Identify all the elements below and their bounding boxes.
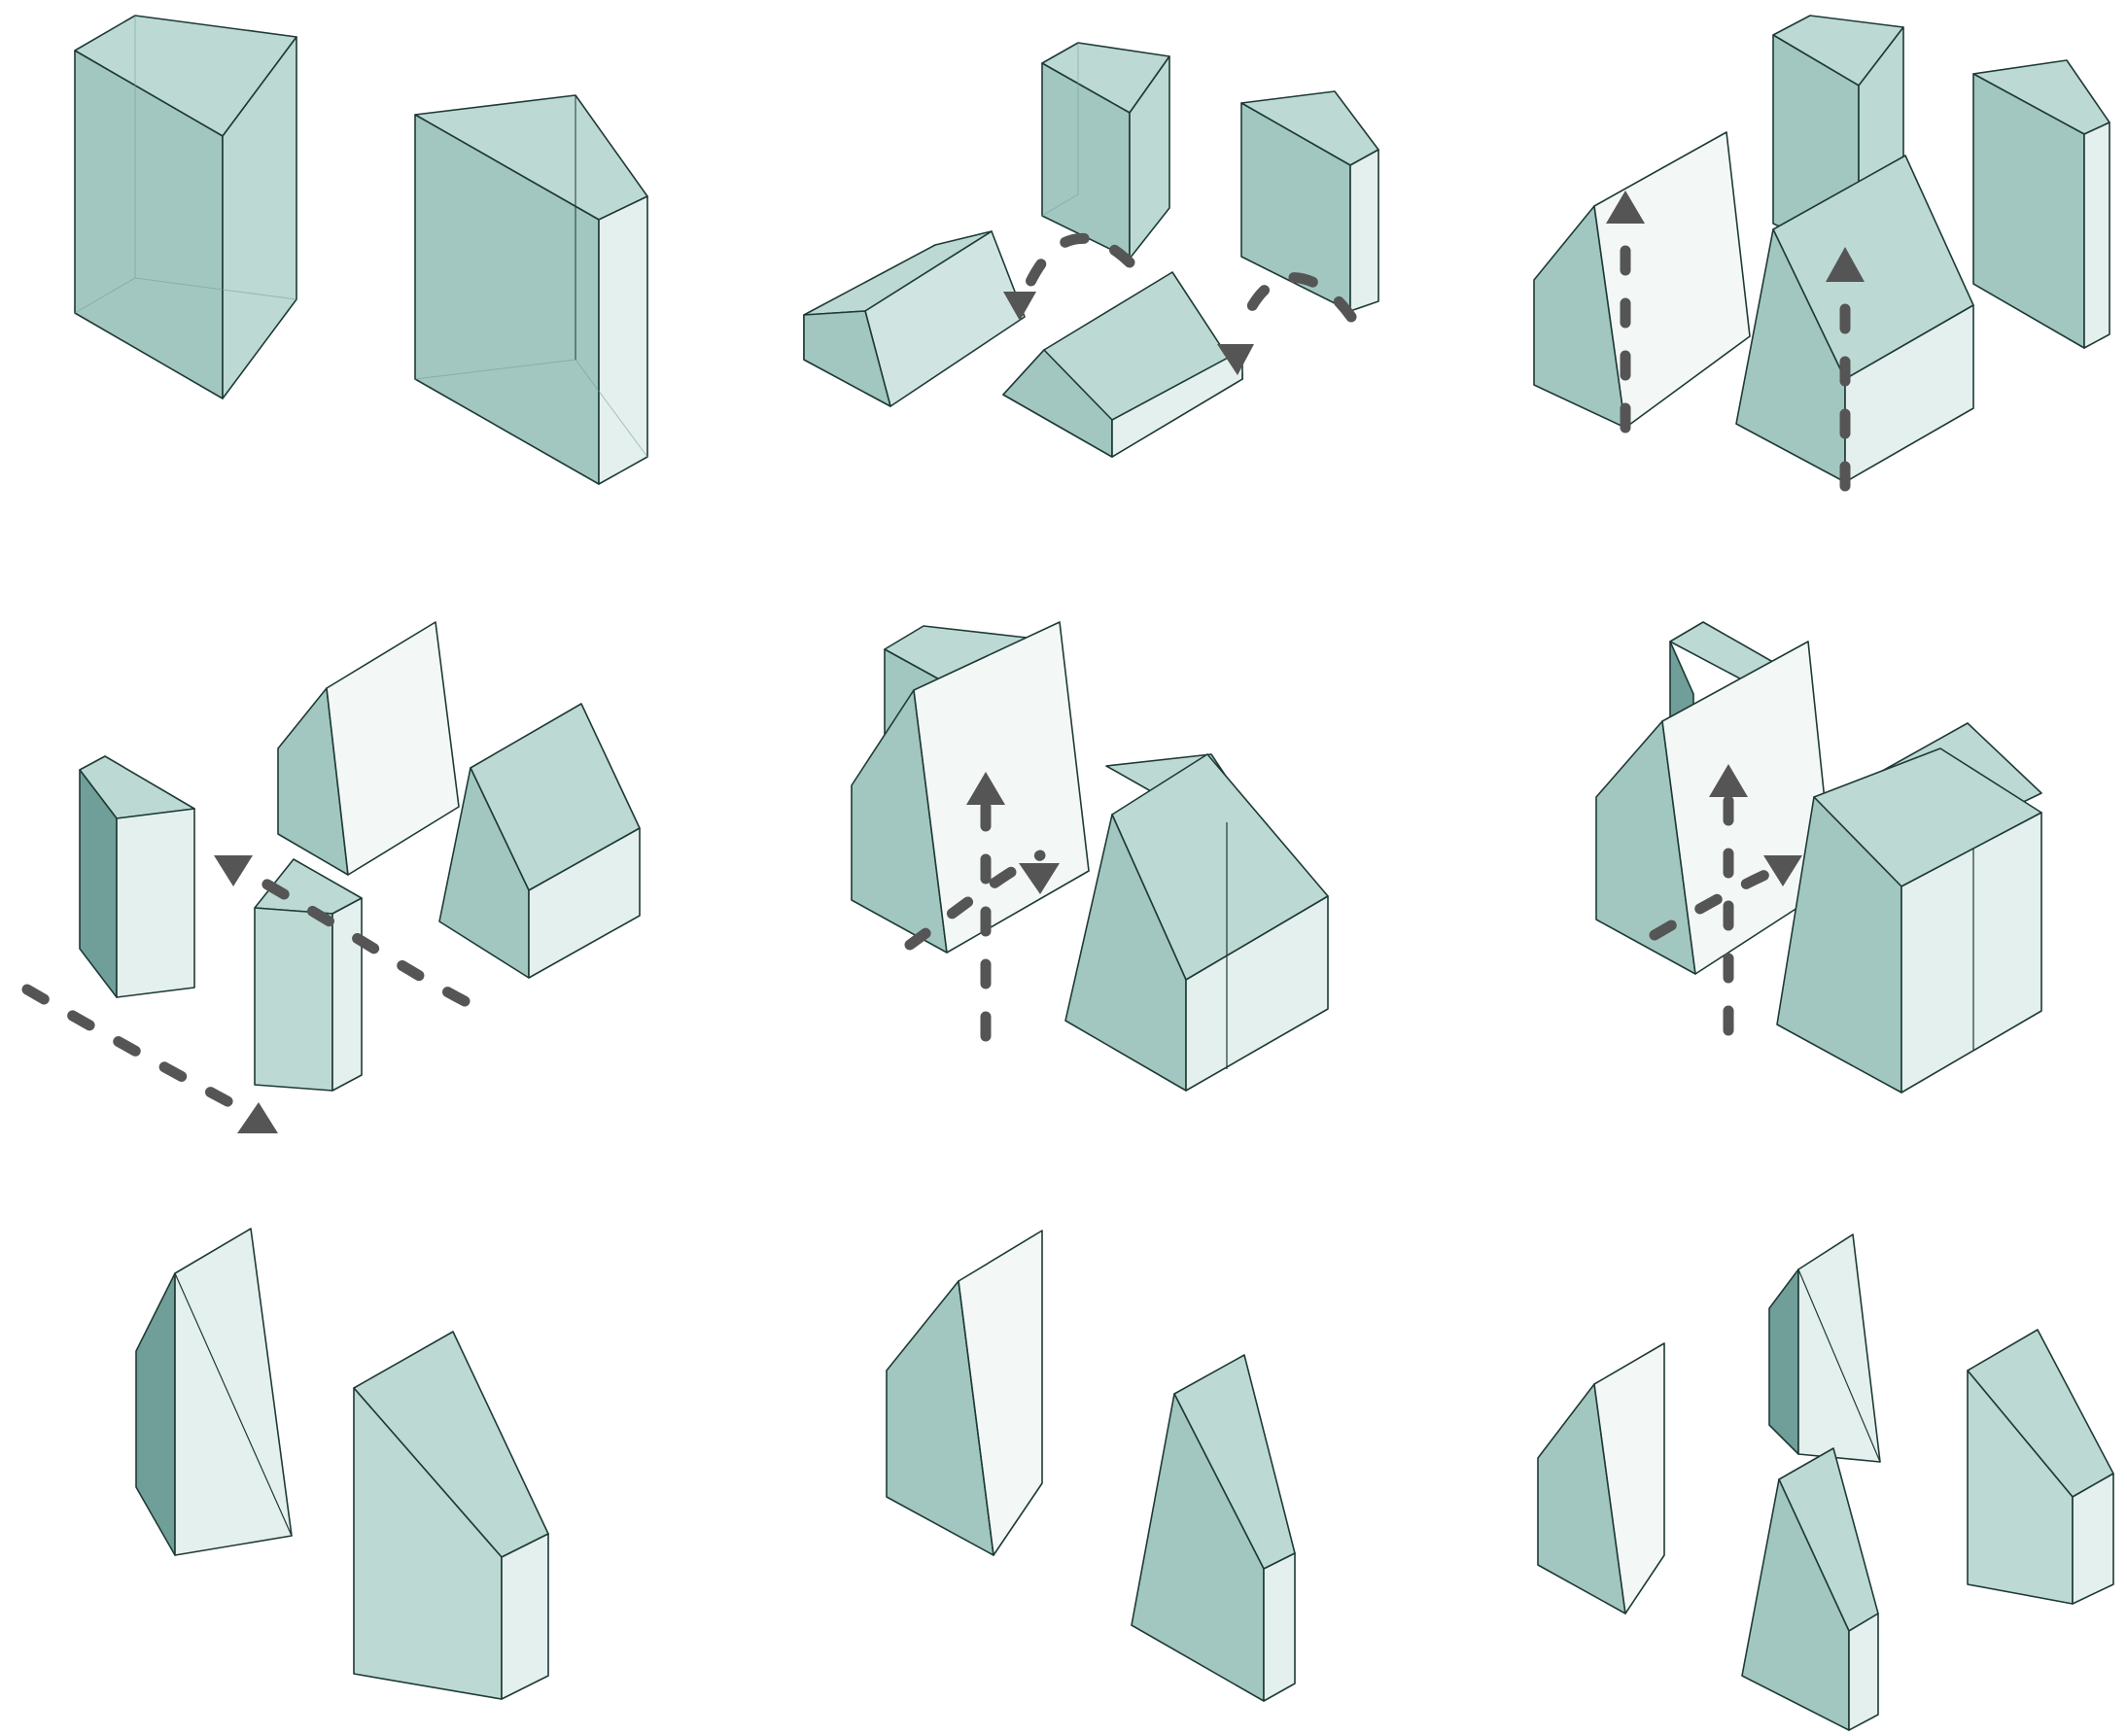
- prism-volume: [75, 16, 296, 399]
- step-1-panel: [75, 16, 647, 484]
- step-2-panel: [804, 43, 1378, 457]
- step-7-panel: [136, 1229, 548, 1699]
- prism-volume: [887, 1231, 1042, 1555]
- prism-volume: [1534, 132, 1750, 428]
- prism-volume: [1742, 1448, 1878, 1730]
- prism-volume: [136, 1229, 292, 1555]
- prism-volume: [1973, 60, 2110, 348]
- prism-volume: [1003, 272, 1242, 457]
- prism-volume: [354, 1332, 548, 1699]
- prism-volume: [255, 859, 362, 1091]
- prism-volume: [80, 756, 194, 997]
- move-arrow: [1003, 238, 1130, 321]
- prism-volume: [1538, 1343, 1664, 1614]
- step-4-panel: [27, 622, 640, 1133]
- move-arrow: [27, 990, 278, 1133]
- prism-volume: [804, 231, 1025, 406]
- prism-volume: [1736, 156, 1973, 482]
- prism-volume: [439, 704, 640, 978]
- prism-volume: [1132, 1355, 1295, 1701]
- step-6-panel: [1596, 622, 2041, 1093]
- prism-volume: [1968, 1330, 2113, 1604]
- step-9-panel: [1538, 1234, 2113, 1730]
- step-8-panel: [887, 1231, 1295, 1701]
- prism-volume: [1042, 43, 1169, 259]
- prism-volume: [1065, 754, 1328, 1091]
- prism-volume: [1769, 1234, 1880, 1462]
- step-3-panel: [1534, 16, 2110, 486]
- prism-volume: [278, 622, 459, 875]
- step-5-panel: [852, 622, 1328, 1091]
- prism-volume: [415, 95, 647, 484]
